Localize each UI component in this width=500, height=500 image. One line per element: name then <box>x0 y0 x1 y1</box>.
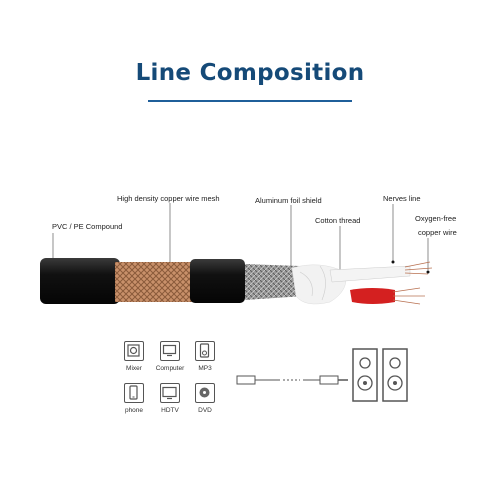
red-conductor <box>350 288 395 304</box>
pvc-jacket <box>40 258 120 304</box>
mp3-icon <box>195 341 215 361</box>
mixer-icon <box>124 341 144 361</box>
label-oxygen-free: Oxygen-free <box>415 214 457 223</box>
copper-strands-top <box>404 261 433 275</box>
device-label-dvd: DVD <box>198 407 212 414</box>
white-conductor <box>329 265 411 283</box>
device-label-mixer: Mixer <box>126 365 142 372</box>
device-label-hdtv: HDTV <box>161 407 179 414</box>
page-title: Line Composition <box>135 60 365 86</box>
label-copper-mesh: High density copper wire mesh <box>117 194 220 203</box>
label-copper-wire: copper wire <box>418 228 457 237</box>
copper-braid <box>115 262 195 302</box>
label-nerves-line: Nerves line <box>383 194 421 203</box>
device-label-phone: phone <box>124 407 144 414</box>
copper-strands-bottom <box>392 287 425 305</box>
device-label-mp3: MP3 <box>198 365 212 372</box>
jacket-ring <box>190 259 245 303</box>
cable-connector-diagram <box>236 375 348 385</box>
label-pvc-compound: PVC / PE Compound <box>52 222 123 231</box>
label-aluminum-foil: Aluminum foil shield <box>255 196 322 205</box>
device-label-computer: Computer <box>155 365 185 372</box>
hdtv-icon <box>160 383 180 403</box>
dvd-icon <box>195 383 215 403</box>
aluminum-foil <box>245 264 305 300</box>
title-underline <box>148 100 352 102</box>
speakers-icon <box>352 348 408 402</box>
label-cotton-thread: Cotton thread <box>315 216 361 225</box>
phone-icon <box>124 383 144 403</box>
computer-icon <box>160 341 180 361</box>
